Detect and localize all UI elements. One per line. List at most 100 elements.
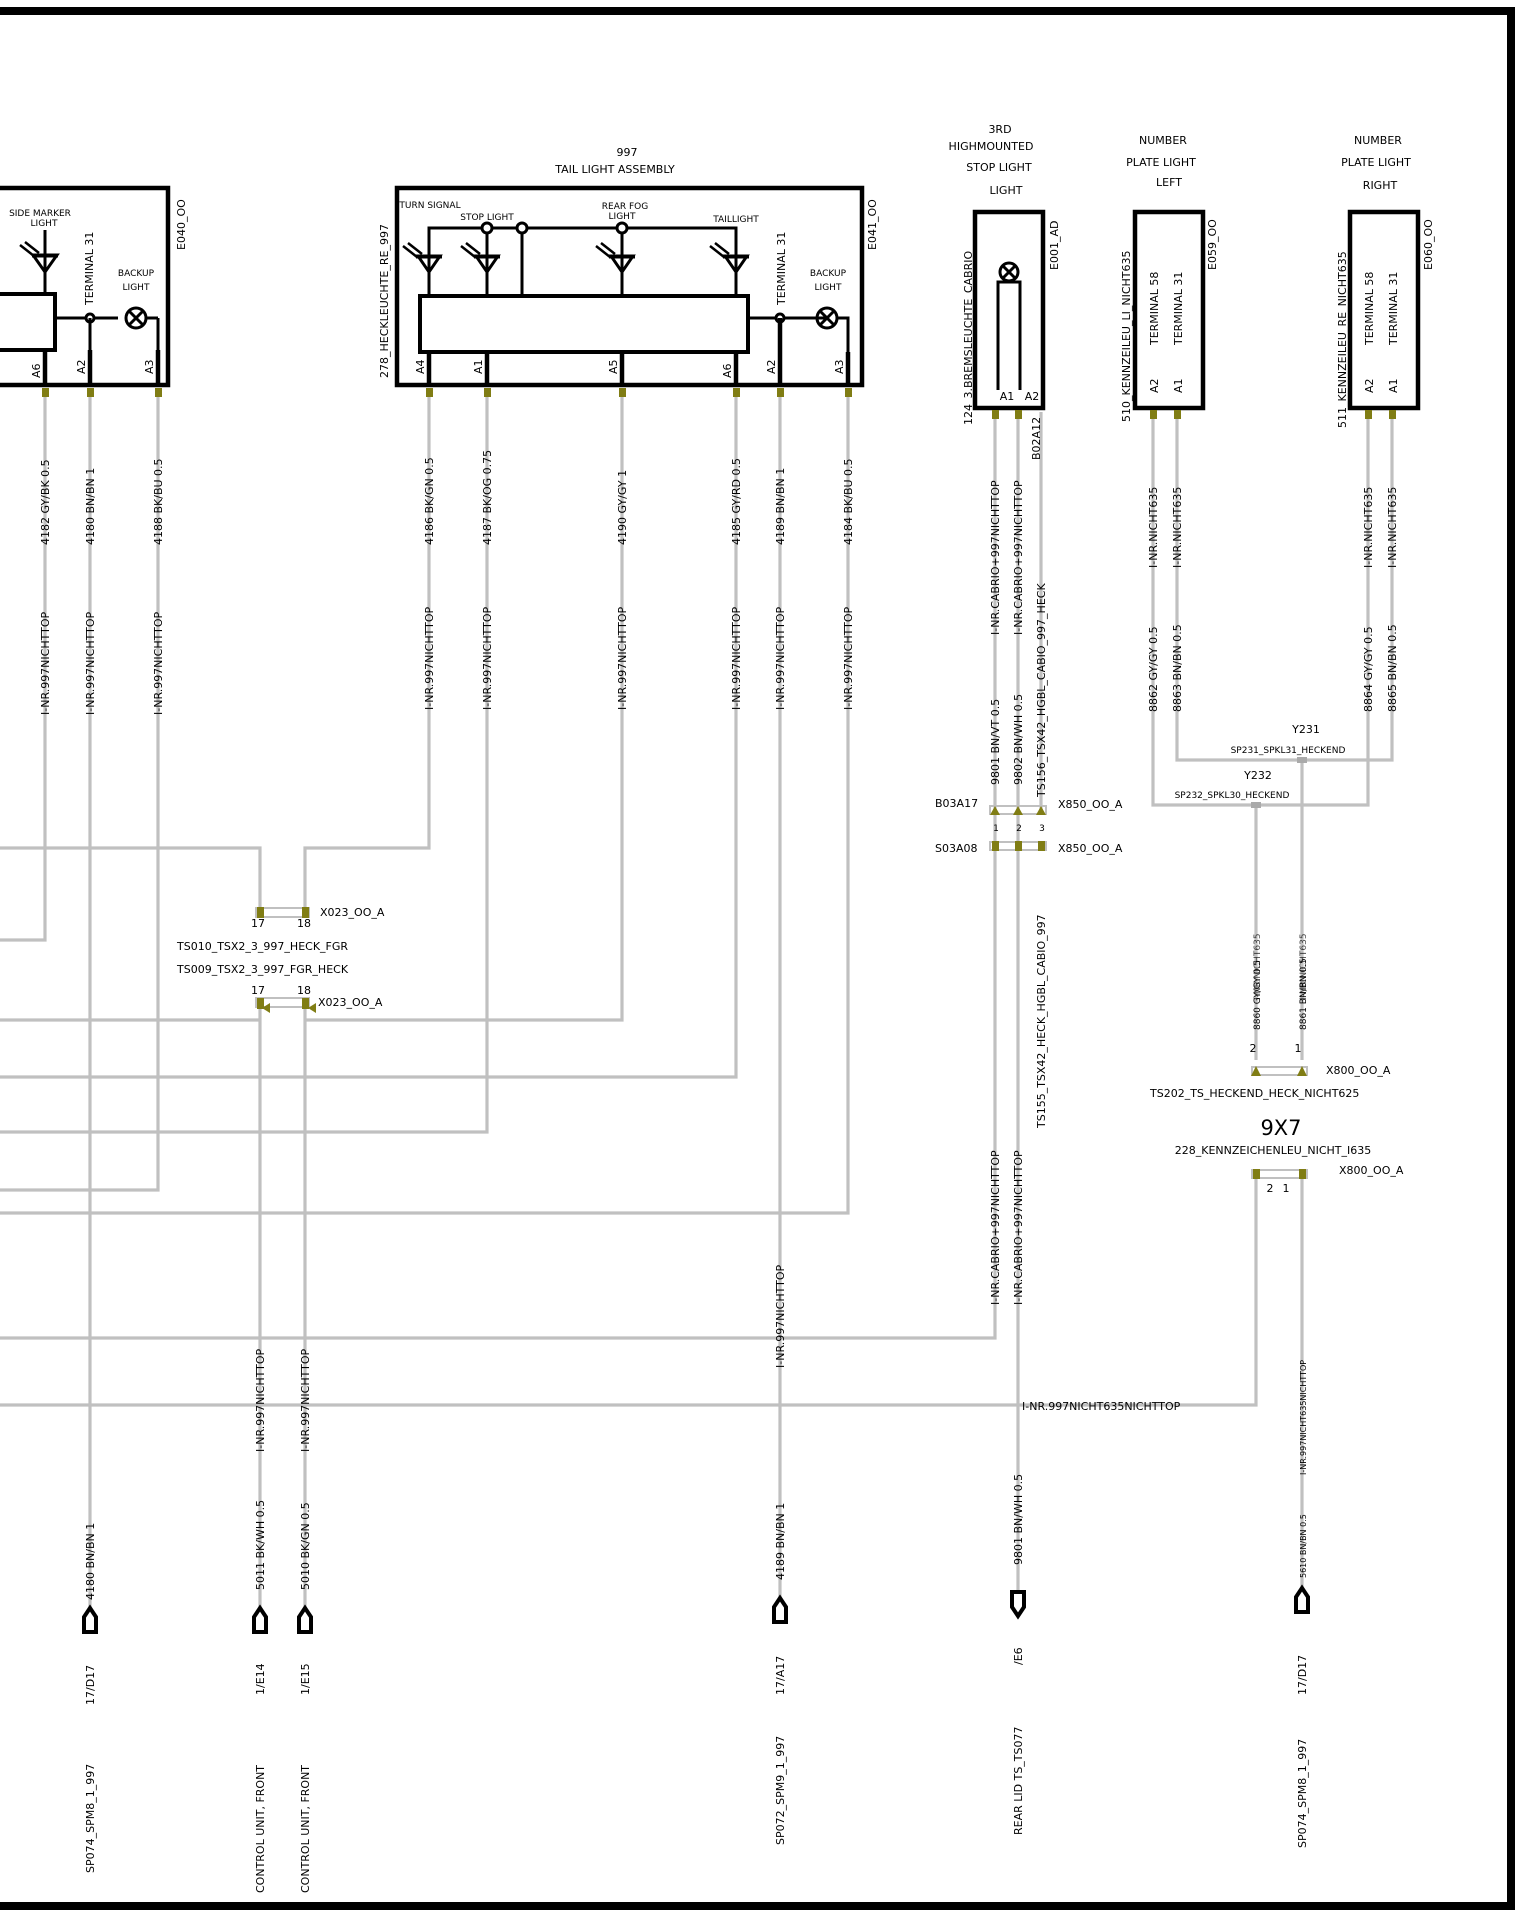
- pin-17-label: 17: [251, 984, 265, 997]
- destination-arrow-icon: [1294, 1584, 1310, 1614]
- condition-label: I-NR.997NICHTTOP: [423, 606, 436, 710]
- condition-label: I-NR.NICHT635: [1171, 487, 1184, 568]
- destinations: 17/D17 SP074_SPM8_1_997 1/E14 CONTROL UN…: [82, 1584, 1310, 1893]
- wire-label: 4189 BN/BN 1: [774, 1503, 787, 1580]
- wire-label: 5610 BN/BN 0.5: [1299, 1514, 1308, 1578]
- condition-label: I-NR.997NICHT635NICHTTOP: [1022, 1400, 1181, 1413]
- wire-label: 8860 GY/GY 0.5: [1253, 960, 1263, 1030]
- e060-title-1: NUMBER: [1354, 134, 1402, 147]
- wire-label: 9802 BN/WH 0.5: [1012, 694, 1025, 785]
- component-e001: 3RD HIGHMOUNTED STOP LIGHT LIGHT A1 A2 E…: [949, 123, 1061, 460]
- condition-label: I-NR.997NICHTTOP: [842, 606, 855, 710]
- e060-title-3: RIGHT: [1363, 179, 1398, 192]
- condition-label: I-NR.CABRIO+997NICHTTOP: [1012, 1150, 1025, 1305]
- terminal-31-label: TERMINAL 31: [1387, 272, 1400, 346]
- e040-id: E040_OO: [175, 199, 188, 250]
- y231-label: Y231: [1291, 723, 1320, 736]
- stop-light-led-icon: [460, 242, 501, 275]
- side-marker-label-2: LIGHT: [31, 219, 58, 229]
- side-marker-led-icon: [19, 241, 60, 275]
- sp231-label: SP231_SPKL31_HECKEND: [1231, 746, 1346, 756]
- side-marker-label-1: SIDE MARKER: [9, 209, 71, 219]
- condition-label: I-NR.CABRIO+997NICHTTOP: [989, 1150, 1002, 1305]
- pin-label: A2: [1363, 378, 1376, 393]
- wire-label: 4189 BN/BN 1: [774, 468, 787, 545]
- e059-title-1: NUMBER: [1139, 134, 1187, 147]
- e041-title-2: TAIL LIGHT ASSEMBLY: [554, 163, 675, 176]
- e041-title-1: 997: [617, 146, 638, 159]
- condition-label: I-NR.NICHT635: [1253, 933, 1263, 1000]
- condition-label: I-NR.NICHT635: [1362, 487, 1375, 568]
- pin-2-label: 2: [1250, 1042, 1257, 1055]
- component-e040: SIDE MARKER LIGHT BACKUP LIGHT TERMINAL …: [0, 185, 188, 388]
- e060-id: E060_OO: [1422, 219, 1435, 270]
- stop-lamp-icon: [998, 261, 1020, 283]
- terminal-58-label: TERMINAL 58: [1148, 272, 1161, 346]
- destination-name: REAR LID TS_TS077: [1012, 1727, 1025, 1836]
- x800-bottom-label: X800_OO_A: [1339, 1164, 1404, 1177]
- ts155-label: TS155_TSX42_HECK_HGBL_CABIO_997: [1035, 914, 1048, 1129]
- k228-label: 228_KENNZEICHENLEU_NICHT_I635: [1175, 1144, 1372, 1157]
- terminal-31-label: TERMINAL 31: [775, 232, 788, 306]
- pin-label: A1: [1172, 378, 1185, 393]
- ts009-label: TS009_TSX2_3_997_FGR_HECK: [176, 963, 349, 976]
- pin-18-label: 18: [297, 984, 311, 997]
- pin-label: A1: [1000, 390, 1015, 403]
- condition-label: I-NR.NICHT635: [1299, 933, 1309, 1000]
- pin-label: A4: [414, 359, 427, 374]
- destination-arrow-icon: [772, 1594, 788, 1624]
- e001-sub: B02A12: [1030, 417, 1043, 460]
- pin-label: A3: [143, 359, 156, 374]
- backup-label-1: BACKUP: [118, 269, 155, 279]
- pin-label: A3: [833, 359, 846, 374]
- wire-label: 8861 BN/BN 0.5: [1299, 958, 1309, 1030]
- e059-title-2: PLATE LIGHT: [1126, 156, 1196, 169]
- condition-label: I-NR.997NICHTTOP: [84, 611, 97, 715]
- pin-label: A6: [721, 363, 734, 378]
- wire-label: 9801 BN/VT 0.5: [989, 699, 1002, 785]
- wire-label: 4190 GY/GY 1: [616, 470, 629, 545]
- condition-label: I-NR.997NICHTTOP: [39, 611, 52, 715]
- wire-label: 4182 GY/BK 0.5: [39, 459, 52, 545]
- b03a17-label: B03A17: [935, 797, 978, 810]
- destination-name: CONTROL UNIT, FRONT: [254, 1765, 267, 1893]
- taillight-led-icon: [709, 242, 750, 275]
- e041-name: 278_HECKLEUCHTE_RE_997: [378, 224, 391, 378]
- turn-signal-led-icon: [402, 242, 443, 275]
- rear-fog-led-icon: [595, 242, 636, 275]
- condition-label: I-NR.997NICHTTOP: [152, 611, 165, 715]
- pin-17-label: 17: [251, 917, 265, 930]
- e060-name: 511_KENNZEILEU_RE_NICHT635: [1336, 251, 1349, 428]
- x800-top-label: X800_OO_A: [1326, 1064, 1391, 1077]
- ts202-label: TS202_TS_HECKEND_HECK_NICHT625: [1149, 1087, 1359, 1100]
- diagram-frame: [0, 7, 1515, 1910]
- terminals: [42, 388, 1396, 419]
- connector-x850: B03A17 X850_OO_A 1 2 3 S03A08 X850_OO_A: [935, 797, 1123, 855]
- destination-ref: 17/D17: [1296, 1655, 1309, 1695]
- wire-label: 4180 BN/BN 1: [84, 468, 97, 545]
- wire-label: 4185 GY/RD 0.5: [730, 458, 743, 545]
- destination-ref: 1/E14: [254, 1663, 267, 1695]
- y232-label: Y232: [1243, 769, 1272, 782]
- stop-light-label: STOP LIGHT: [460, 213, 514, 223]
- destination-ref: 17/A17: [774, 1656, 787, 1695]
- condition-label: I-NR.997NICHTTOP: [481, 606, 494, 710]
- ts010-label: TS010_TSX2_3_997_HECK_FGR: [176, 940, 348, 953]
- rear-fog-label-2: LIGHT: [609, 212, 636, 222]
- e001-name: 124_3.BREMSLEUCHTE_CABRIO: [962, 251, 975, 425]
- wire-label: 4180 BN/BN 1: [84, 1523, 97, 1600]
- pin-label: A2: [75, 359, 88, 374]
- e001-title-3: STOP LIGHT: [966, 161, 1032, 174]
- wire-label: 8864 GY/GY 0.5: [1362, 626, 1375, 712]
- e001-id: E001_AD: [1048, 221, 1061, 270]
- e059-title-3: LEFT: [1156, 176, 1182, 189]
- x023-bottom-label: X023_OO_A: [318, 996, 383, 1009]
- condition-label: I-NR.NICHT635: [1386, 487, 1399, 568]
- pin-label: A6: [30, 363, 43, 378]
- wires: [0, 390, 1394, 1610]
- wire-label: 4188 BK/BU 0.5: [152, 458, 165, 545]
- pin-label: A5: [607, 359, 620, 374]
- sp232-label: SP232_SPKL30_HECKEND: [1175, 791, 1290, 801]
- destination-arrow-icon: [297, 1604, 313, 1634]
